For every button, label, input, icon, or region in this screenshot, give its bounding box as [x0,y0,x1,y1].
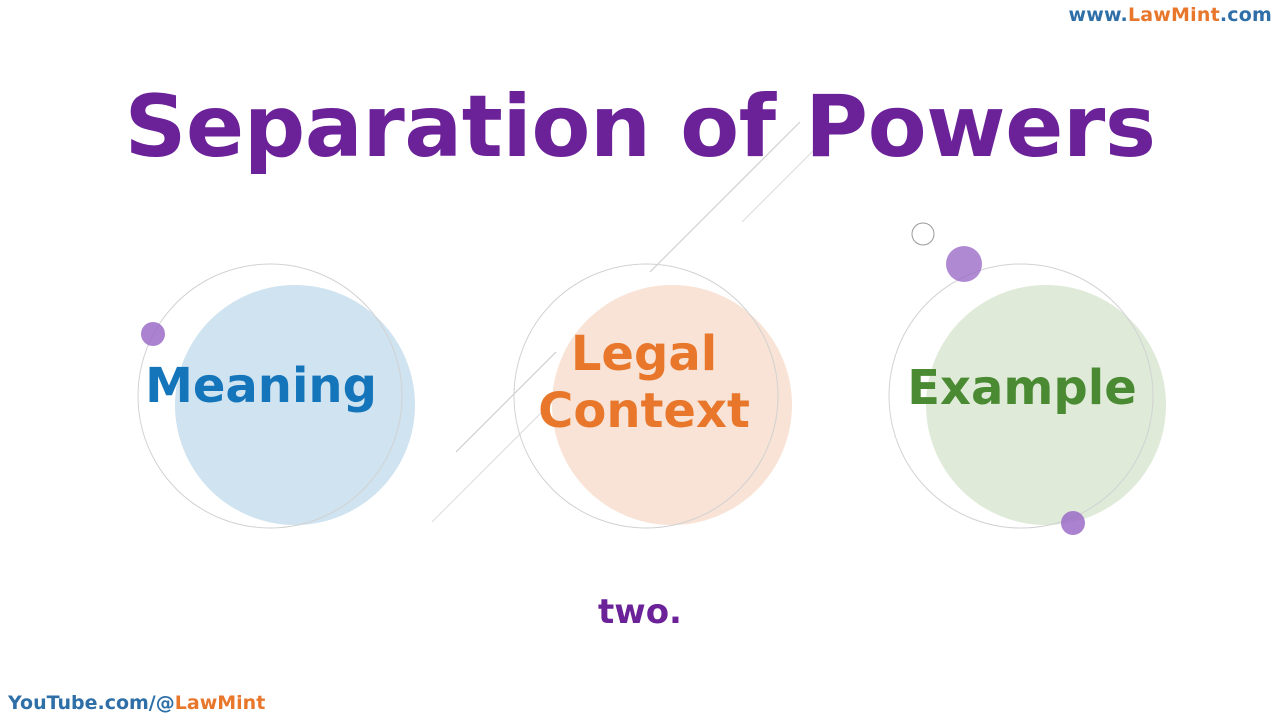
watermark-brand: LawMint [1127,4,1220,26]
accent-ring [911,222,935,246]
youtube-prefix: YouTube.com/@ [8,692,175,714]
deco-line [649,121,801,273]
accent-dot [141,322,165,346]
watermark-prefix: www. [1068,4,1128,26]
example-circle-fill [926,285,1166,525]
legal-circle-fill [552,285,792,525]
accent-dot [1061,511,1085,535]
topic-legal-line1: Legal [570,326,718,382]
youtube-brand: LawMint [174,692,266,714]
meaning-circle-outline [137,263,403,529]
watermark-suffix: .com [1219,4,1272,26]
deco-line [455,351,557,453]
subtitle-caption: two. [598,592,682,632]
slide-title: Separation of Powers [124,77,1156,177]
legal-circle-outline [513,263,779,529]
deco-line [741,121,843,223]
topic-legal-line2: Context [538,382,750,439]
youtube-watermark: YouTube.com/@LawMint [8,692,265,714]
topic-meaning-label: Meaning [145,358,377,414]
topic-example-label: Example [907,360,1137,416]
website-watermark: www.LawMint.com [1068,4,1272,26]
meaning-circle-fill [175,285,415,525]
example-circle-outline [888,263,1154,529]
accent-dot [946,246,982,282]
topic-legal-context-label: Legal Context [512,326,776,439]
